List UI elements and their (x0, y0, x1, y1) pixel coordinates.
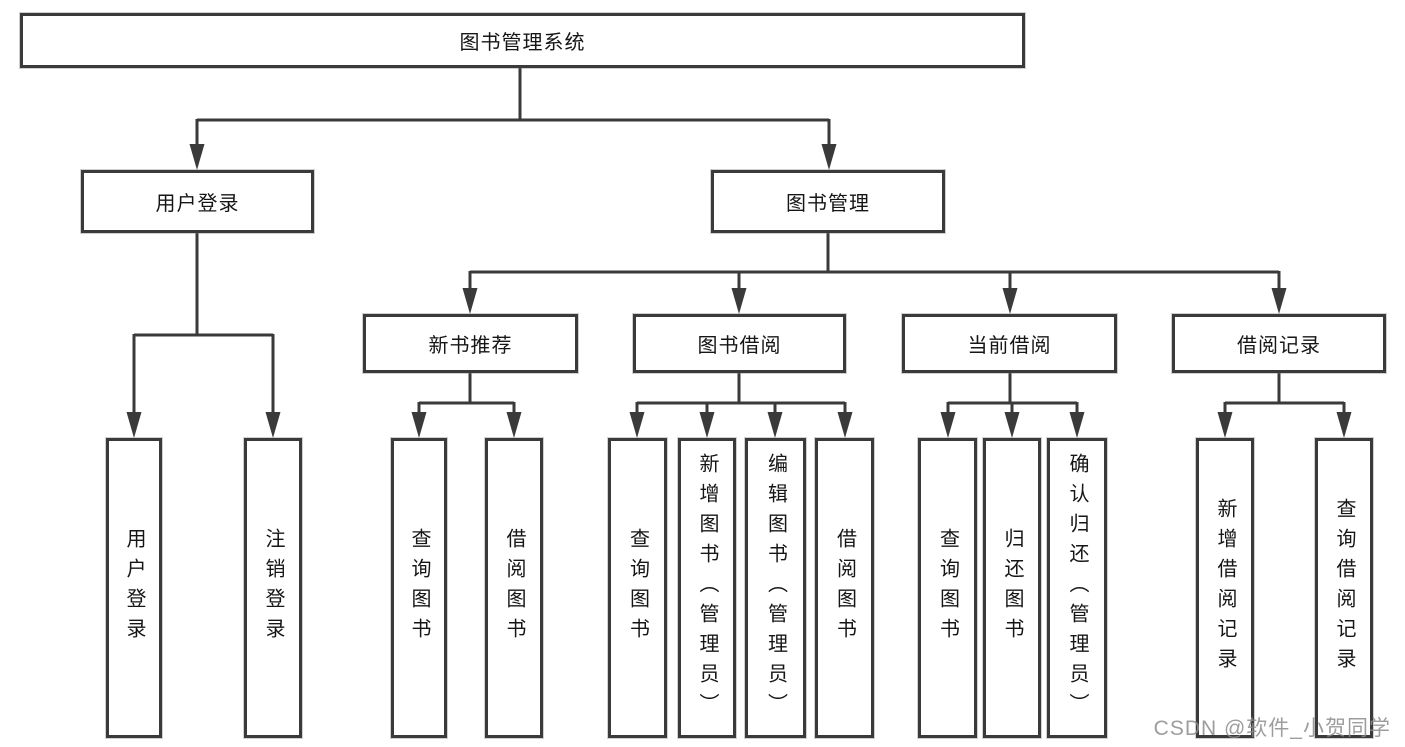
leaf-user-login: 用户登录 (106, 438, 162, 738)
node-root: 图书管理系统 (20, 13, 1025, 68)
leaf-query-books-recommend: 查询图书 (391, 438, 447, 738)
leaf-add-borrow-record: 新增借阅记录 (1196, 438, 1254, 738)
node-label: 用户登录 (123, 528, 145, 648)
node-label: 编辑图书（管理员） (764, 453, 787, 723)
node-label: 归还图书 (1001, 528, 1023, 648)
node-label: 新书推荐 (428, 335, 513, 357)
leaf-query-books-borrowing: 查询图书 (608, 438, 667, 738)
node-label: 图书借阅 (697, 335, 782, 357)
node-label: 注销登录 (262, 528, 284, 648)
node-label: 确认归还（管理员） (1066, 453, 1088, 723)
node-label: 借阅图书 (503, 528, 525, 648)
node-user-login: 用户登录 (81, 170, 314, 233)
leaf-return-books: 归还图书 (983, 438, 1041, 738)
node-label: 用户登录 (155, 193, 240, 215)
node-label: 查询图书 (408, 528, 430, 648)
node-label: 当前借阅 (967, 335, 1052, 357)
node-label: 借阅图书 (833, 528, 856, 648)
leaf-add-book-admin: 新增图书（管理员） (678, 438, 736, 738)
node-label: 新增图书（管理员） (696, 453, 718, 723)
leaf-query-books-current: 查询图书 (918, 438, 977, 738)
leaf-query-borrow-record: 查询借阅记录 (1315, 438, 1373, 738)
leaf-edit-book-admin: 编辑图书（管理员） (745, 438, 806, 738)
node-label: 查询借阅记录 (1333, 498, 1355, 678)
node-current-borrowing: 当前借阅 (902, 314, 1117, 373)
leaf-logout: 注销登录 (244, 438, 302, 738)
leaf-borrow-books-borrowing: 借阅图书 (815, 438, 874, 738)
node-label: 图书管理 (786, 193, 870, 215)
node-book-borrowing: 图书借阅 (633, 314, 846, 373)
node-new-book-recommend: 新书推荐 (363, 314, 578, 373)
node-book-management: 图书管理 (711, 170, 945, 233)
node-label: 查询图书 (626, 528, 649, 648)
node-label: 借阅记录 (1237, 335, 1321, 357)
watermark: CSDN @软件_小贺同学 (1153, 717, 1391, 740)
node-label: 查询图书 (936, 528, 959, 648)
node-label: 图书管理系统 (459, 32, 586, 54)
node-label: 新增借阅记录 (1214, 498, 1236, 678)
leaf-confirm-return-admin: 确认归还（管理员） (1047, 438, 1107, 738)
leaf-borrow-books-recommend: 借阅图书 (485, 438, 543, 738)
node-borrowing-records: 借阅记录 (1172, 314, 1386, 373)
